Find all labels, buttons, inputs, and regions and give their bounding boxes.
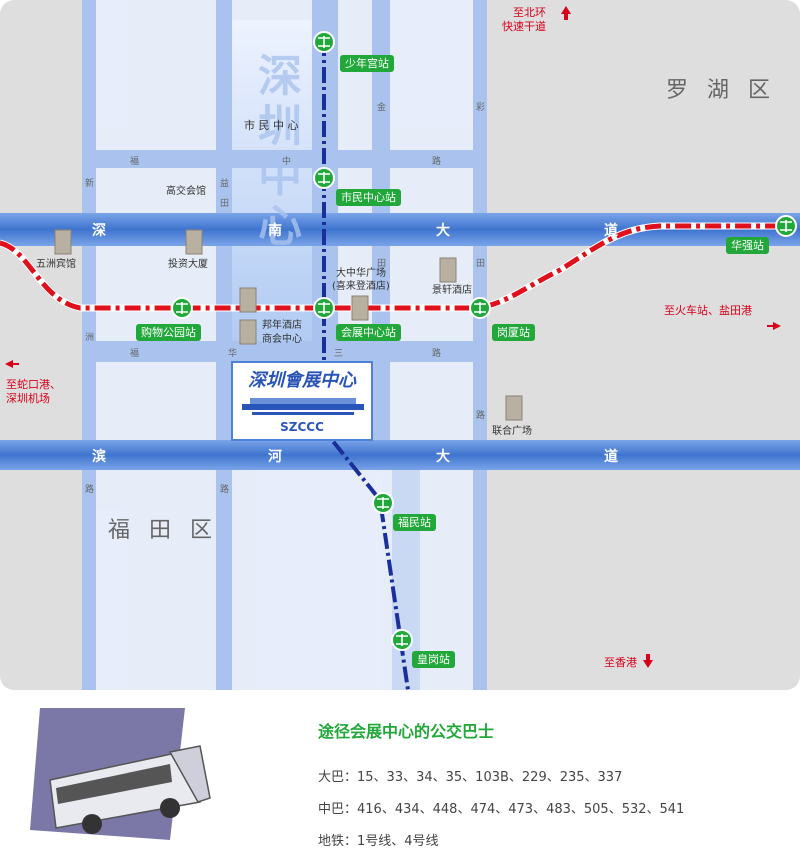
road-label: 南 — [268, 223, 282, 239]
big-bus-line: 大巴：15、33、34、35、103B、229、235、337 — [318, 770, 623, 785]
road-char: 田 — [476, 259, 486, 269]
road-label: 道 — [604, 223, 618, 239]
road-char: 中 — [282, 157, 292, 167]
district-luohu: 罗 湖 区 — [666, 78, 776, 103]
fuzhong-road — [82, 150, 487, 168]
road-char: 新 — [85, 179, 95, 189]
landmark-wuzhou: 五洲宾馆 — [36, 259, 76, 270]
road-char: 洲 — [85, 333, 95, 343]
landmark-lianhe: 联合广场 — [492, 426, 532, 437]
arrow-right-icon — [767, 322, 781, 330]
vertical-title: 深圳中心 — [258, 51, 302, 252]
district-futian: 福 田 区 — [108, 518, 218, 543]
road-char: 路 — [432, 157, 442, 167]
building-icon — [239, 287, 257, 313]
direction-west-line: 至蛇口港、 — [6, 378, 61, 391]
arrow-up-icon — [561, 6, 571, 20]
metro-line-4 — [322, 40, 410, 690]
road-label: 大 — [436, 449, 450, 465]
building-icon — [351, 295, 369, 321]
szccc-title: 深圳會展中心 — [248, 370, 356, 391]
direction-south: 至香港 — [604, 656, 637, 669]
landmark-xilaideng: (喜来登酒店) — [332, 281, 390, 292]
arrow-down-icon — [643, 654, 653, 668]
building-icon — [505, 395, 523, 421]
station-shaoniangong[interactable]: 少年宫站 — [340, 55, 394, 72]
landmark-shaonian-hotel: 邦年酒店 — [262, 320, 302, 331]
landmark-gaojiao: 高交会馆 — [166, 186, 206, 197]
building-icon — [54, 229, 72, 255]
map: 深圳中心 市 民 中 心 罗 湖 区 福 田 区 深 南 大 道 滨 河 大 道… — [0, 0, 800, 690]
road-char: 路 — [432, 349, 442, 359]
road-label: 深 — [92, 223, 106, 239]
station-gouwugongyuan[interactable]: 购物公园站 — [136, 324, 201, 341]
direction-east: 至火车站、盐田港 — [664, 304, 752, 317]
road-label: 滨 — [92, 449, 106, 465]
szccc-logo-text: SZCCC — [280, 420, 324, 434]
station-huizhanzhongxin[interactable]: 会展中心站 — [336, 324, 401, 341]
building-icon — [239, 319, 257, 345]
road-char: 田 — [377, 259, 387, 269]
arrow-left-icon — [5, 360, 19, 368]
direction-north: 至北环 快速干道 — [502, 6, 546, 34]
direction-north-line: 至北环 — [513, 6, 546, 19]
road-char: 益 — [220, 179, 230, 189]
landmark-shanghui: 商会中心 — [262, 334, 302, 345]
station-huanggang[interactable]: 皇岗站 — [412, 651, 455, 668]
station-huaqiang[interactable]: 华强站 — [726, 237, 769, 254]
bus-icon — [30, 708, 211, 840]
road-char: 福 — [130, 157, 140, 167]
road-label: 大 — [436, 223, 450, 239]
station-shiminzhongxin[interactable]: 市民中心站 — [336, 189, 401, 206]
road-label: 河 — [268, 449, 282, 465]
landmark-touzi: 投资大厦 — [168, 259, 208, 270]
station-fumin[interactable]: 福民站 — [393, 514, 436, 531]
transport-panel: 途径会展中心的公交巴士 大巴：15、33、34、35、103B、229、235、… — [0, 690, 800, 860]
landmark-jingxuan: 景轩酒店 — [432, 285, 472, 296]
station-gangsha[interactable]: 岗厦站 — [492, 324, 535, 341]
metro-line-1 — [0, 223, 790, 311]
road-label: 道 — [604, 449, 618, 465]
road-char: 三 — [334, 349, 344, 359]
transport-title: 途径会展中心的公交巴士 — [318, 722, 495, 741]
map-canvas — [0, 0, 800, 690]
road-char: 路 — [85, 485, 95, 495]
metro-line: 地铁：1号线、4号线 — [318, 834, 439, 849]
building-icon — [439, 257, 457, 283]
mid-bus-line: 中巴：416、434、448、474、473、483、505、532、541 — [318, 802, 685, 817]
direction-north-line: 快速干道 — [502, 20, 546, 33]
landmark-dazhonghua: 大中华广场 — [336, 268, 386, 279]
road-char: 路 — [220, 485, 230, 495]
road-char: 华 — [228, 349, 238, 359]
direction-west: 至蛇口港、 深圳机场 — [6, 378, 61, 406]
road-char: 金 — [377, 103, 387, 113]
road-char: 福 — [130, 349, 140, 359]
road-char: 彩 — [476, 103, 486, 113]
civic-center-label: 市 民 中 心 — [244, 119, 299, 132]
fuhua-road — [82, 341, 487, 362]
road-char: 田 — [220, 199, 230, 209]
direction-west-line: 深圳机场 — [6, 392, 50, 405]
road-char: 路 — [476, 411, 486, 421]
building-icon — [185, 229, 203, 255]
binhe-avenue — [0, 440, 800, 470]
